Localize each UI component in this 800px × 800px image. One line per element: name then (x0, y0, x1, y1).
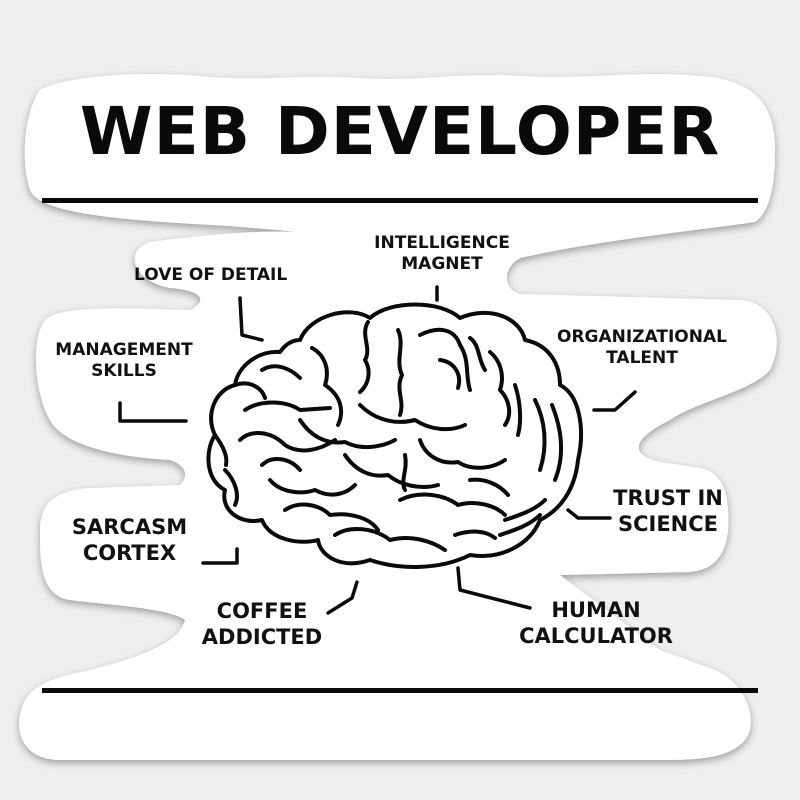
label-intelligence-magnet: INTELLIGENCE MAGNET (362, 233, 522, 276)
label-human-calculator: HUMAN CALCULATOR (510, 597, 682, 650)
label-line: ADDICTED (201, 625, 323, 650)
page-title: WEB DEVELOPER (79, 93, 721, 170)
top-divider (42, 198, 758, 203)
label-sarcasm-cortex: SARCASM CORTEX (62, 514, 197, 567)
label-line: COFFEE (216, 599, 308, 623)
label-line: MAGNET (401, 254, 483, 275)
label-line: TALENT (606, 348, 678, 369)
label-line: TRUST IN (613, 486, 723, 510)
label-love-of-detail: LOVE OF DETAIL (134, 265, 287, 286)
label-organizational-talent: ORGANIZATIONAL TALENT (544, 327, 740, 370)
label-line: SCIENCE (617, 512, 719, 537)
label-line: HUMAN (551, 598, 641, 622)
label-line: CORTEX (82, 541, 177, 566)
label-line: SKILLS (91, 361, 157, 382)
label-line: LOVE OF DETAIL (134, 265, 288, 285)
label-coffee-addicted: COFFEE ADDICTED (192, 598, 332, 651)
label-line: CALCULATOR (519, 624, 673, 649)
label-management-skills: MANAGEMENT SKILLS (45, 340, 203, 383)
bottom-divider (42, 688, 758, 693)
label-trust-in-science: TRUST IN SCIENCE (608, 485, 728, 538)
label-line: ORGANIZATIONAL (557, 327, 727, 347)
label-line: SARCASM (71, 515, 188, 539)
label-line: INTELLIGENCE (374, 233, 510, 253)
label-line: MANAGEMENT (55, 340, 193, 360)
